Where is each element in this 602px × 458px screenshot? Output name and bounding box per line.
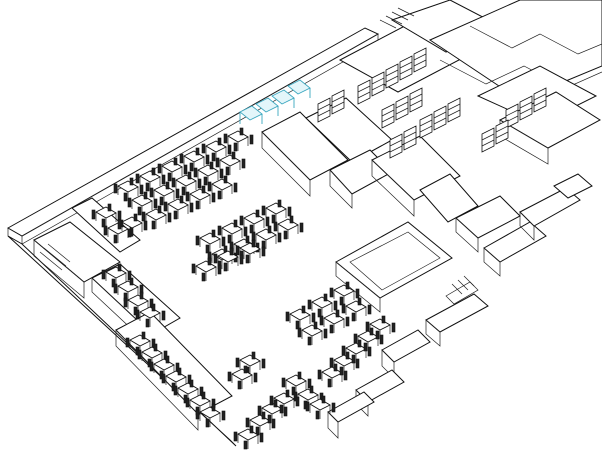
table-with-chairs (365, 315, 396, 340)
shelf-rack (519, 95, 533, 121)
table-with-chairs (149, 181, 180, 206)
table-with-chairs (239, 209, 270, 234)
shelf-rack (357, 79, 371, 105)
table-with-chairs (269, 389, 300, 414)
shelf-rack (409, 87, 423, 113)
shelf-rack (395, 95, 409, 121)
table-with-chairs (235, 351, 266, 376)
table-with-chairs (341, 339, 372, 364)
shelf-rack (317, 97, 331, 123)
table-with-chairs (329, 351, 360, 376)
table-with-chairs (285, 305, 316, 330)
shelf-rack (419, 113, 433, 139)
table-with-chairs (101, 263, 132, 288)
shelf-rack (331, 89, 345, 115)
shelf-rack (403, 125, 417, 151)
table-with-chairs (201, 137, 232, 162)
table-with-chairs (223, 127, 254, 152)
table-with-chairs (113, 177, 144, 202)
table-with-chairs (245, 411, 276, 436)
shelf-rack (389, 133, 403, 159)
table-with-chairs (179, 147, 210, 172)
table-with-chairs (329, 281, 360, 306)
back-rooms (338, 0, 602, 165)
table-with-chairs (281, 371, 312, 396)
table-with-chairs (273, 215, 304, 240)
table-with-chairs (149, 355, 180, 380)
table-with-chairs (307, 293, 338, 318)
shelf-rack (413, 47, 427, 73)
table-with-chairs (195, 229, 226, 254)
table-with-chairs (141, 205, 172, 230)
table-with-chairs (297, 321, 328, 346)
table-with-chairs (227, 365, 258, 390)
table-with-chairs (195, 403, 226, 428)
table-with-chairs (213, 247, 244, 272)
shelf-rack (433, 105, 447, 131)
table-with-chairs (235, 239, 266, 264)
table-with-chairs (135, 167, 166, 192)
table-with-chairs (261, 199, 292, 224)
right-partitions (327, 173, 593, 439)
table-with-chairs (305, 395, 336, 420)
table-with-chairs (233, 425, 264, 450)
table-with-chairs (91, 203, 122, 228)
shelf-rack (447, 97, 461, 123)
table-with-chairs (173, 379, 204, 404)
table-with-chairs (217, 219, 248, 244)
table-with-chairs (193, 161, 224, 186)
shelf-rack (495, 119, 509, 145)
glass-display-cases (239, 79, 311, 124)
kitchen-shelving (317, 47, 547, 159)
table-with-chairs (171, 171, 202, 196)
table-with-chairs (207, 175, 238, 200)
table-with-chairs (251, 225, 282, 250)
table-with-chairs (191, 257, 222, 282)
table-with-chairs (135, 303, 166, 328)
table-with-chairs (113, 277, 144, 302)
table-with-chairs (319, 309, 350, 334)
shelf-rack (371, 71, 385, 97)
shelf-rack (385, 63, 399, 89)
shelf-rack (381, 103, 395, 129)
dining-tables (91, 127, 396, 450)
table-with-chairs (163, 195, 194, 220)
shelf-rack (533, 87, 547, 113)
table-with-chairs (341, 297, 372, 322)
shelf-rack (481, 127, 495, 153)
table-with-chairs (117, 213, 148, 238)
table-with-chairs (127, 191, 158, 216)
shelf-rack (399, 55, 413, 81)
table-with-chairs (215, 151, 246, 176)
table-with-chairs (185, 185, 216, 210)
